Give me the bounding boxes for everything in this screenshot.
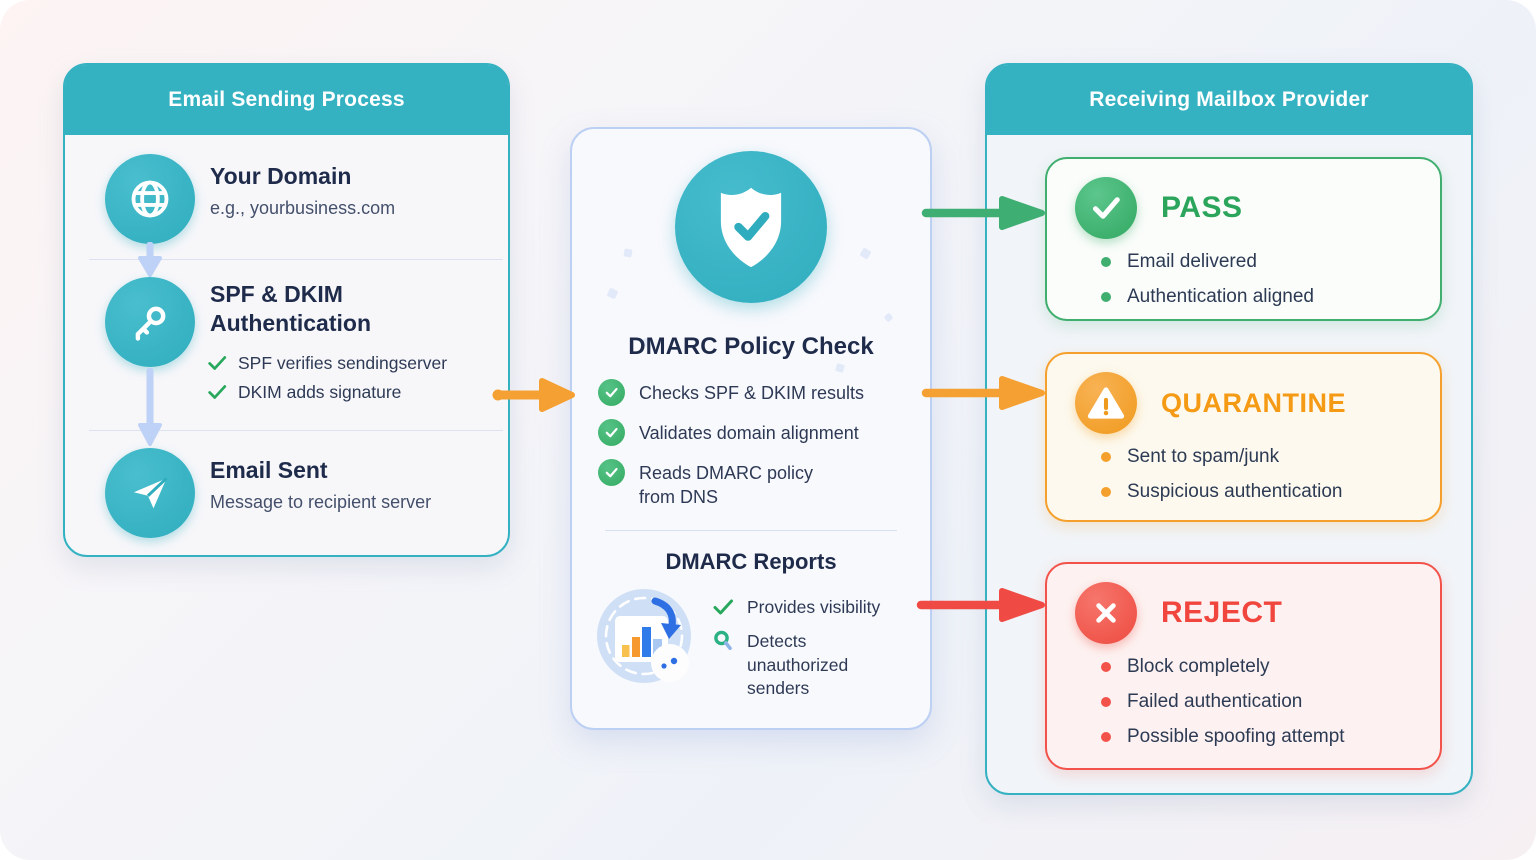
bullet-row: Failed authentication <box>1101 691 1414 713</box>
step-subtitle: e.g., yourbusiness.com <box>210 198 396 219</box>
check-row: DKIM adds signature <box>206 381 447 403</box>
email-sending-process-panel: Email Sending Process Your Domain e.g., … <box>63 63 510 557</box>
check-text: SPF verifies sendingserver <box>238 352 448 373</box>
paper-plane-glyph <box>133 477 168 509</box>
bullet-row: Block completely <box>1101 656 1414 678</box>
outcome-bullets: Block completely Failed authentication P… <box>1101 656 1414 748</box>
bullet-row: Possible spoofing attempt <box>1101 726 1414 748</box>
confetti-shape <box>883 312 894 323</box>
bullet-dot <box>1101 292 1111 302</box>
bullet-text: Suspicious authentication <box>1127 481 1343 502</box>
x-circle-icon <box>1075 582 1137 644</box>
report-items: Provides visibility Detects unauthorized… <box>711 587 897 702</box>
bullet-text: Sent to spam/junk <box>1127 446 1280 467</box>
send-icon <box>105 448 195 538</box>
bullet-dot <box>1101 487 1111 497</box>
center-panel-title: DMARC Policy Check <box>628 333 874 360</box>
check-icon <box>713 599 733 615</box>
check-text: Validates domain alignment <box>639 423 859 443</box>
down-arrow-icon <box>138 368 162 446</box>
check-icon <box>208 385 227 399</box>
bullet-dot <box>1101 662 1111 672</box>
check-circle-icon <box>598 459 625 486</box>
step-title: SPF & DKIM Authentication <box>210 281 371 337</box>
shield-check-icon <box>675 151 827 303</box>
bullet-dot <box>1101 697 1111 707</box>
outcome-pass-card: PASS Email delivered Authentication alig… <box>1045 157 1442 321</box>
spf-dkim-checks: SPF verifies sendingserver DKIM adds sig… <box>206 352 447 403</box>
check-row: SPF verifies sendingserver <box>206 352 447 374</box>
outcome-label: QUARANTINE <box>1161 387 1346 418</box>
check-icon <box>208 356 227 370</box>
bullet-text: Block completely <box>1127 656 1270 677</box>
warning-triangle-icon <box>1075 372 1137 434</box>
step-spf-dkim: SPF & DKIM Authentication <box>210 280 440 339</box>
bullet-row: Suspicious authentication <box>1101 481 1414 503</box>
bullet-text: Authentication aligned <box>1127 286 1314 307</box>
step-title: Email Sent <box>210 457 328 483</box>
dmarc-reports-section: Provides visibility Detects unauthorized… <box>595 587 907 702</box>
confetti-shape <box>859 247 872 260</box>
check-text: Checks SPF & DKIM results <box>639 383 865 403</box>
outcome-quarantine-card: QUARANTINE Sent to spam/junk Suspicious … <box>1045 352 1442 522</box>
outcome-bullets: Sent to spam/junk Suspicious authenticat… <box>1101 446 1414 503</box>
step-subtitle: Message to recipient server <box>210 492 432 513</box>
outcome-label: PASS <box>1161 191 1243 224</box>
step-email-sent: Email Sent Message to recipient server <box>210 456 431 513</box>
left-panel-title: Email Sending Process <box>168 88 405 111</box>
arrow-dmarc-to-quarantine <box>921 376 1045 410</box>
outcome-bullets: Email delivered Authentication aligned <box>1101 251 1414 308</box>
divider <box>605 529 897 531</box>
check-circle-icon <box>598 379 625 406</box>
check-text: DKIM adds signature <box>238 381 402 402</box>
bullet-dot <box>1101 257 1111 267</box>
bar-chart-report-icon <box>597 588 691 683</box>
check-row: Reads DMARC policy from DNS <box>598 459 904 510</box>
dmarc-reports-title: DMARC Reports <box>665 548 837 574</box>
right-panel-title: Receiving Mailbox Provider <box>1089 88 1369 111</box>
bullet-text: Email delivered <box>1127 251 1257 272</box>
dmarc-policy-check-panel: DMARC Policy Check Checks SPF & DKIM res… <box>570 127 932 730</box>
down-arrow-icon <box>138 242 162 277</box>
check-text: Reads DMARC policy from DNS <box>639 463 814 508</box>
bullet-row: Email delivered <box>1101 251 1414 273</box>
check-row: Checks SPF & DKIM results <box>598 379 904 406</box>
arrow-dmarc-to-reject <box>916 588 1045 622</box>
outcome-header: REJECT <box>1075 582 1414 644</box>
dmarc-check-list: Checks SPF & DKIM results Validates doma… <box>598 379 904 510</box>
bullet-dot <box>1101 452 1111 462</box>
bullet-dot <box>1101 732 1111 742</box>
magnifier-icon <box>714 630 732 651</box>
outcome-reject-card: REJECT Block completely Failed authentic… <box>1045 562 1442 770</box>
bullet-text: Failed authentication <box>1127 691 1303 712</box>
receiving-mailbox-provider-panel: Receiving Mailbox Provider PASS Email de… <box>985 63 1473 795</box>
outcome-header: QUARANTINE <box>1075 372 1414 434</box>
bullet-text: Possible spoofing attempt <box>1127 726 1345 747</box>
confetti-shape <box>623 248 633 258</box>
bullet-row: Authentication aligned <box>1101 286 1414 308</box>
step-title: Your Domain <box>210 163 352 189</box>
step-your-domain: Your Domain e.g., yourbusiness.com <box>210 162 395 219</box>
outcome-header: PASS <box>1075 177 1414 239</box>
globe-icon <box>105 154 195 244</box>
report-item: Provides visibility <box>711 595 897 620</box>
arrow-sending-to-dmarc <box>492 378 575 412</box>
confetti-shape <box>606 287 619 300</box>
outcome-label: REJECT <box>1161 596 1283 629</box>
report-item: Detects unauthorized senders <box>711 629 897 701</box>
divider <box>89 430 503 431</box>
check-row: Validates domain alignment <box>598 419 904 446</box>
key-icon <box>105 277 195 367</box>
bullet-row: Sent to spam/junk <box>1101 446 1414 468</box>
check-circle-icon <box>1075 177 1137 239</box>
divider <box>89 259 503 260</box>
confetti-shape <box>835 363 845 373</box>
check-circle-icon <box>598 419 625 446</box>
arrow-dmarc-to-pass <box>921 196 1045 230</box>
report-item-text: Provides visibility <box>747 596 881 617</box>
report-item-text: Detects unauthorized senders <box>747 631 849 699</box>
right-panel-header: Receiving Mailbox Provider <box>987 65 1471 135</box>
left-panel-header: Email Sending Process <box>65 65 508 135</box>
